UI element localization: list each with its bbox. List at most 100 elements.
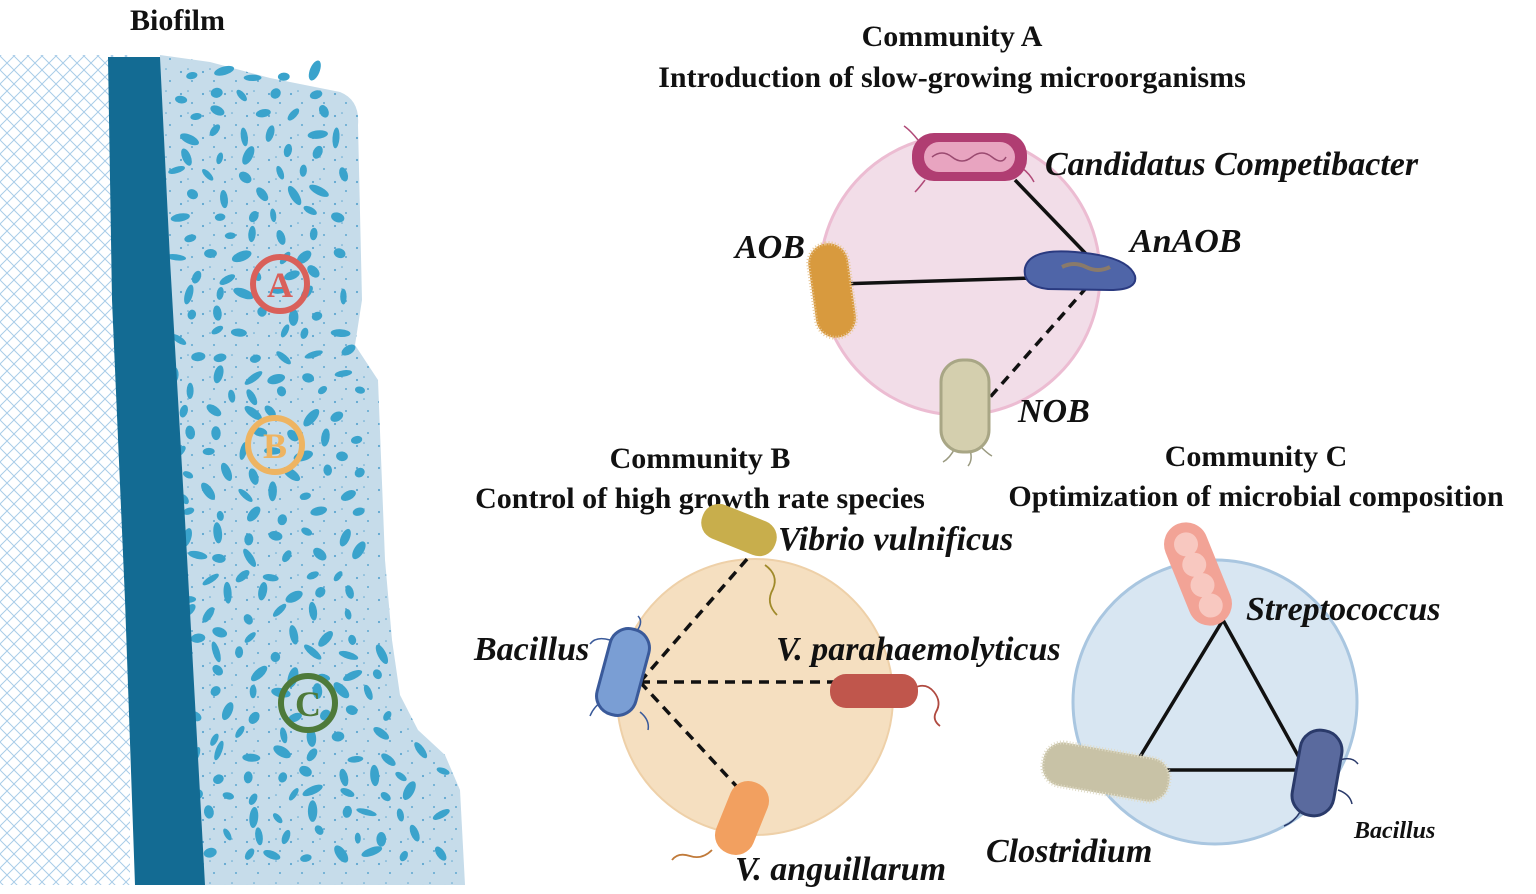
biofilm-cell — [202, 607, 215, 623]
biofilm-cell — [280, 727, 288, 744]
biofilm-cell — [300, 327, 309, 339]
community-a-subtitle: Introduction of slow-growing microorgani… — [658, 61, 1246, 94]
biofilm-cell — [333, 571, 343, 582]
biofilm-cell — [283, 143, 293, 158]
biofilm-cell — [288, 309, 299, 326]
community-a: Community A Introduction of slow-growing… — [658, 20, 1419, 467]
biofilm-cell — [214, 740, 224, 761]
biofilm-cell — [334, 370, 353, 377]
biofilm-cell — [273, 745, 291, 759]
biofilm-cell — [183, 507, 195, 515]
biofilm-cell — [287, 108, 300, 121]
biofilm-cell — [230, 328, 247, 337]
biofilm-cell — [165, 253, 187, 261]
marker-b: B — [245, 415, 305, 475]
biofilm-cell — [213, 774, 224, 784]
biofilm-cell — [250, 665, 268, 682]
biofilm-cell — [202, 573, 219, 586]
biofilm-cell — [179, 404, 188, 418]
biofilm-cell — [333, 248, 346, 259]
bacillus-c-cell — [1283, 728, 1359, 827]
biofilm-cell — [299, 492, 311, 500]
biofilm-cell — [307, 130, 328, 139]
biofilm-cell — [342, 805, 352, 818]
biofilm-cell — [272, 603, 287, 617]
biofilm-cell — [308, 601, 318, 621]
biofilm-cell — [243, 548, 257, 567]
biofilm-cell — [344, 609, 352, 620]
biofilm-cell — [284, 270, 300, 281]
biofilm-cell — [243, 74, 262, 82]
biofilm-cell — [223, 828, 232, 841]
biofilm-cell — [303, 408, 320, 427]
biofilm-cell — [276, 386, 287, 397]
biofilm-cell — [209, 124, 221, 137]
biofilm-cell — [248, 468, 259, 485]
biofilm-cell — [332, 127, 340, 149]
biofilm-cell — [248, 711, 260, 724]
biofilm-cell — [235, 570, 250, 583]
community-c-title: Community C — [1165, 440, 1348, 473]
biofilm-cell — [373, 726, 390, 740]
biofilm-cell — [255, 827, 263, 846]
biofilm-cell — [276, 351, 291, 365]
biofilm-cell — [214, 65, 235, 76]
substrate-wall — [108, 57, 205, 885]
biofilm-cell — [210, 686, 221, 697]
streptococcus-cell — [1164, 522, 1232, 626]
biofilm-cell — [244, 848, 255, 860]
biofilm-cell — [238, 488, 253, 502]
biofilm-cell — [233, 287, 254, 300]
marker-a: A — [250, 254, 310, 314]
biofilm-cell — [180, 133, 199, 146]
biofilm-cell — [302, 373, 315, 383]
biofilm-cell — [304, 350, 323, 359]
biofilm-cell — [184, 284, 194, 305]
marker-b-label: B — [263, 426, 287, 466]
biofilm-cell — [308, 60, 321, 81]
biofilm-cell — [213, 305, 222, 321]
biofilm-cell — [270, 208, 277, 223]
biofilm-cell — [238, 171, 252, 184]
biofilm-cell — [263, 849, 281, 860]
biofilm-cell — [310, 506, 328, 516]
community-b-subtitle: Control of high growth rate species — [475, 482, 925, 515]
biofilm-cell — [236, 89, 247, 102]
biofilm-cell — [276, 229, 286, 245]
biofilm-cell — [211, 641, 221, 663]
biofilm-cell — [299, 164, 307, 177]
biofilm-cell — [436, 767, 450, 775]
biofilm-cell — [272, 813, 283, 824]
biofilm-cell — [246, 389, 258, 406]
biofilm-cell — [222, 792, 234, 800]
biofilm-cell — [219, 274, 236, 286]
biofilm-cell — [206, 404, 222, 417]
marker-a-label: A — [267, 265, 293, 305]
streptococcus-label: Streptococcus — [1246, 591, 1441, 628]
biofilm-cell — [256, 187, 269, 202]
biofilm-cell — [191, 270, 202, 284]
biofilm-cell — [185, 425, 196, 440]
biofilm-cell — [302, 784, 323, 797]
biofilm-cell — [314, 825, 324, 835]
biofilm-cell — [307, 265, 320, 278]
biofilm-cell — [264, 405, 276, 418]
biofilm-cell — [356, 808, 377, 817]
biofilm-cell — [210, 105, 225, 116]
candidatus-label: Candidatus Competibacter — [1045, 146, 1419, 183]
biofilm-cell — [347, 756, 364, 763]
biofilm-cell — [231, 250, 252, 263]
nob-label: NOB — [1017, 393, 1090, 430]
community-c-subtitle: Optimization of microbial composition — [1008, 480, 1504, 513]
biofilm-cell — [318, 631, 333, 647]
biofilm-cell — [309, 227, 318, 241]
biofilm-cell — [280, 324, 290, 338]
biofilm-cell — [244, 371, 263, 385]
biofilm-cell — [287, 712, 302, 723]
biofilm-cell — [354, 386, 366, 394]
biofilm-cell — [402, 781, 416, 800]
bacillus-b-label: Bacillus — [473, 631, 589, 668]
biofilm-cell — [240, 127, 249, 147]
biofilm-cell — [258, 582, 268, 601]
triangle-link — [1128, 616, 1309, 772]
